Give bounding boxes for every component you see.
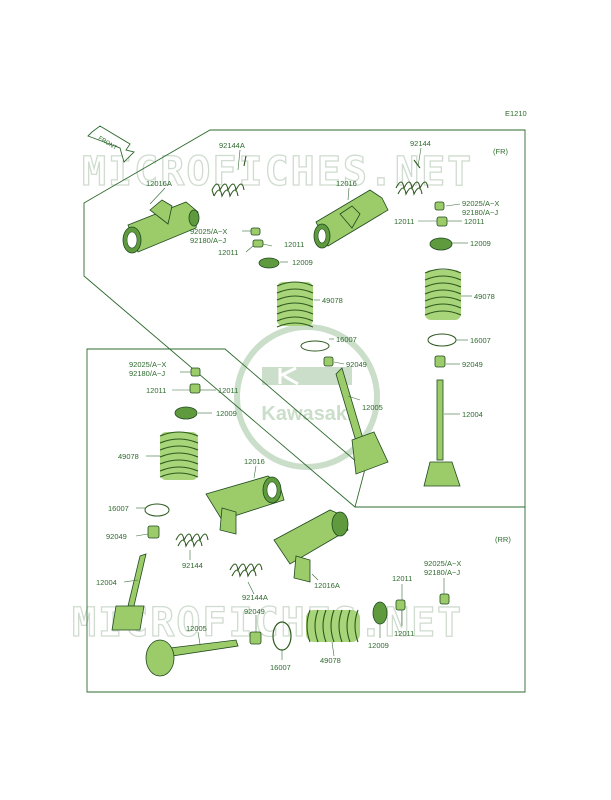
label-rr-92025-left: 92025/A~X	[129, 360, 166, 369]
spring-49078-rr-left	[159, 431, 199, 480]
cotter-12011-rr-left	[189, 383, 201, 394]
label-fr-12011-right-1: 12011	[394, 217, 414, 226]
label-fr-12011-right-2: 12011	[464, 217, 484, 226]
label-rr-12011-left: 12011	[146, 386, 166, 395]
label-rr-12004: 12004	[96, 578, 117, 587]
label-fr-92025-right: 92025/A~X	[462, 199, 499, 208]
label-rr-16007-left: 16007	[108, 504, 129, 513]
label-rr-92180-left: 92180/A~J	[129, 369, 165, 378]
seat-92049-rr-left	[147, 525, 160, 539]
label-rr-16007-bottom: 16007	[270, 663, 291, 672]
keeper-92025-rr-bottom	[439, 593, 450, 605]
spring-92144-rr	[175, 533, 209, 548]
valve-12004-rr	[111, 553, 147, 631]
label-fr-92049-left: 92049	[346, 360, 367, 369]
label-fr-12011-left-2: 12011	[218, 248, 238, 257]
label-rr-92049-left: 92049	[106, 532, 127, 541]
label-rr-12011-bottom-2: 12011	[394, 629, 414, 638]
kawasaki-logo: Kawasaki	[234, 324, 380, 470]
label-rr-12009-bottom: 12009	[368, 641, 389, 650]
label-fr-12009-left: 12009	[292, 258, 313, 267]
label-fr-92049-right: 92049	[462, 360, 483, 369]
spring-49078-fr-right	[424, 268, 462, 320]
valve-12004-fr	[423, 379, 461, 487]
label-fr-16007-right: 16007	[470, 336, 491, 345]
label-fr-12005: 12005	[362, 403, 383, 412]
label-fr-12009-right: 12009	[470, 239, 491, 248]
label-rr-12011-bottom-1: 12011	[392, 574, 412, 583]
rocker-arm-12016-fr	[313, 189, 389, 249]
label-rr-92144A: 92144A	[242, 593, 268, 602]
label-fr-92144A: 92144A	[219, 141, 245, 150]
retainer-12009-rr-left	[174, 406, 198, 420]
label-rr-92144: 92144	[182, 561, 203, 570]
spring-92144-fr	[395, 159, 429, 196]
label-rr-92049-bottom: 92049	[244, 607, 265, 616]
seal-16007-fr-right	[427, 333, 457, 347]
retainer-12009-fr-left	[258, 257, 280, 269]
section-rr-label: (RR)	[495, 535, 511, 544]
label-fr-49078-left: 49078	[322, 296, 343, 305]
callout-labels: 12016A 92144A 92025/A~X 92180/A~J 12011 …	[96, 139, 499, 672]
spring-92144A-rr	[229, 563, 263, 578]
rocker-arm-12016-rr	[205, 475, 285, 535]
cotter-12011-fr-left	[252, 239, 264, 248]
valve-12005-fr	[335, 367, 389, 475]
label-rr-49078-left: 49078	[118, 452, 139, 461]
seal-16007-rr-left	[144, 503, 170, 517]
seat-92049-fr-left	[323, 356, 334, 367]
label-rr-12016A: 12016A	[314, 581, 340, 590]
valve-12005-rr	[145, 639, 239, 677]
label-fr-92180-right: 92180/A~J	[462, 208, 498, 217]
label-fr-12016A: 12016A	[146, 179, 172, 188]
seat-92049-fr-right	[434, 355, 446, 368]
seal-16007-fr-left	[300, 340, 330, 352]
page-code: E1210	[505, 109, 527, 118]
label-fr-12004: 12004	[462, 410, 483, 419]
spring-49078-fr-left	[276, 281, 314, 328]
label-rr-12009-left: 12009	[216, 409, 237, 418]
section-fr-label: (FR)	[493, 147, 508, 156]
seat-92049-rr-bottom	[249, 631, 262, 645]
spring-49078-rr-bottom	[306, 609, 360, 643]
watermark-top: MICROFICHES.NET	[82, 149, 473, 195]
label-fr-12016: 12016	[336, 179, 357, 188]
label-fr-12011-left-1: 12011	[284, 240, 304, 249]
leader-lines	[123, 147, 472, 660]
label-fr-16007-left: 16007	[336, 335, 357, 344]
keeper-92025-fr-left	[250, 227, 261, 236]
label-fr-92025-left: 92025/A~X	[190, 227, 227, 236]
label-rr-12016: 12016	[244, 457, 265, 466]
cotter-12011-rr-bottom	[395, 599, 406, 611]
label-rr-92025-bottom: 92025/A~X	[424, 559, 461, 568]
cotter-12011-fr-right	[436, 216, 448, 227]
keeper-92025-fr-right	[434, 201, 445, 211]
label-rr-12011-left-2: 12011	[218, 386, 238, 395]
rocker-arm-12016A-rr	[273, 509, 349, 583]
label-rr-92180-bottom: 92180/A~J	[424, 568, 460, 577]
retainer-12009-rr-bottom	[372, 601, 388, 625]
label-fr-49078-right: 49078	[474, 292, 495, 301]
section-frames	[83, 129, 526, 693]
logo-text: Kawasaki	[261, 403, 352, 425]
label-rr-49078-bottom: 49078	[320, 656, 341, 665]
label-fr-92180-left: 92180/A~J	[190, 236, 226, 245]
keeper-92025-rr-left	[190, 367, 201, 377]
label-fr-92144: 92144	[410, 139, 431, 148]
spring-92144A-fr	[211, 155, 247, 198]
label-rr-12005: 12005	[186, 624, 207, 633]
retainer-12009-fr-right	[429, 237, 453, 251]
rocker-arm-12016A-fr	[122, 199, 200, 254]
